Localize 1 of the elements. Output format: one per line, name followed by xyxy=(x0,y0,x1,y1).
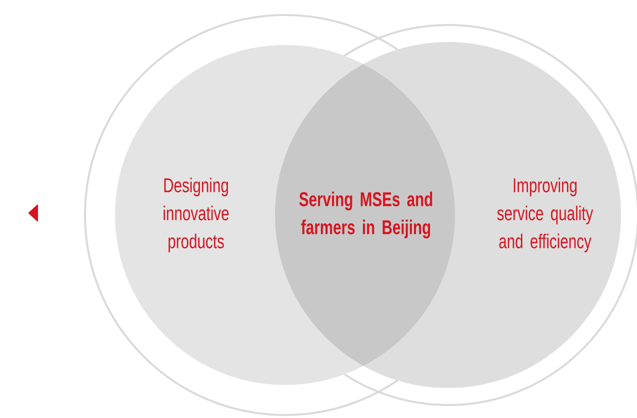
overlap-area: Serving MSEs and farmers in Beijing xyxy=(299,192,432,238)
